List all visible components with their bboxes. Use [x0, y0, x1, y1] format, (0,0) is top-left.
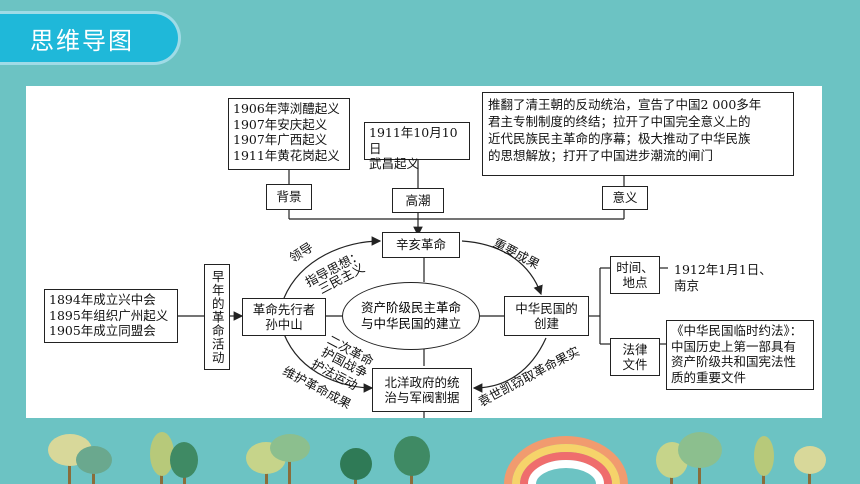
tree-icon: [394, 436, 430, 484]
central-topic: 资产阶级民主革命 与中华民国的建立: [342, 282, 480, 350]
mind-map-canvas: 1906年萍浏醴起义 1907年安庆起义 1907年广西起义 1911年黄花岗起…: [26, 86, 822, 418]
early-event: 1905年成立同盟会: [49, 323, 156, 338]
tree-icon: [794, 446, 826, 484]
climax-event-date: 1911年10月10日: [369, 125, 458, 156]
early-events-box: 1894年成立兴中会 1895年组织广州起义 1905年成立同盟会: [44, 289, 178, 343]
significance-line: 的思想解放；打开了中国进步潮流的闸门: [488, 148, 714, 163]
tree-icon: [754, 436, 774, 484]
tree-icon: [678, 432, 722, 484]
tree-icon: [340, 448, 372, 484]
roc-founding-node: 中华民国的 创建: [504, 296, 589, 336]
header-pill: 思维导图: [0, 14, 178, 62]
background-event: 1906年萍浏醴起义: [233, 101, 340, 116]
time-place-label: 时间、 地点: [610, 256, 660, 294]
decorative-scenery: [48, 432, 826, 484]
sun-yat-sen-node: 革命先行者 孙中山: [242, 298, 326, 336]
significance-box: 推翻了清王朝的反动统治，宣告了中国2 000多年 君主专制制度的终结；拉开了中国…: [482, 92, 794, 176]
xinhai-revolution-node: 辛亥革命: [382, 232, 460, 258]
background-event: 1907年广西起义: [233, 132, 328, 147]
early-event: 1895年组织广州起义: [49, 307, 169, 323]
connector-lines: [178, 160, 668, 418]
background-event: 1907年安庆起义: [233, 116, 328, 132]
time-place-value: 1912年1月1日、 南京: [674, 262, 772, 293]
significance-line: 君主专制制度的终结；拉开了中国完全意义上的: [488, 114, 751, 129]
early-activities-label: 早年的革命活动: [204, 264, 230, 370]
climax-label: 高潮: [392, 188, 444, 213]
early-event: 1894年成立兴中会: [49, 292, 156, 307]
tree-icon: [76, 446, 112, 484]
background-event: 1911年黄花岗起义: [233, 147, 340, 163]
significance-label: 意义: [602, 186, 648, 210]
law-document-box: 《中华民国临时约法》： 中国历史上第一部具有 资产阶级共和国宪法性 质的重要文件: [666, 320, 814, 390]
background-events-box: 1906年萍浏醴起义 1907年安庆起义 1907年广西起义 1911年黄花岗起…: [228, 98, 350, 170]
background-label: 背景: [266, 184, 312, 210]
significance-line: 推翻了清王朝的反动统治，宣告了中国2 000多年: [488, 97, 762, 112]
page-title: 思维导图: [30, 26, 134, 55]
tree-icon: [170, 442, 198, 484]
climax-event-box: 1911年10月10日 武昌起义: [364, 122, 470, 171]
rainbow-icon: [504, 436, 628, 484]
beiyang-node: 北洋政府的统 治与军阀割据: [372, 368, 472, 412]
tree-icon: [150, 432, 174, 484]
significance-line: 近代民族民主革命的序幕；极大推动了中华民族: [488, 131, 751, 146]
tree-icon: [270, 434, 310, 484]
climax-event-name: 武昌起义: [369, 156, 420, 171]
law-document-label: 法律 文件: [610, 338, 660, 376]
